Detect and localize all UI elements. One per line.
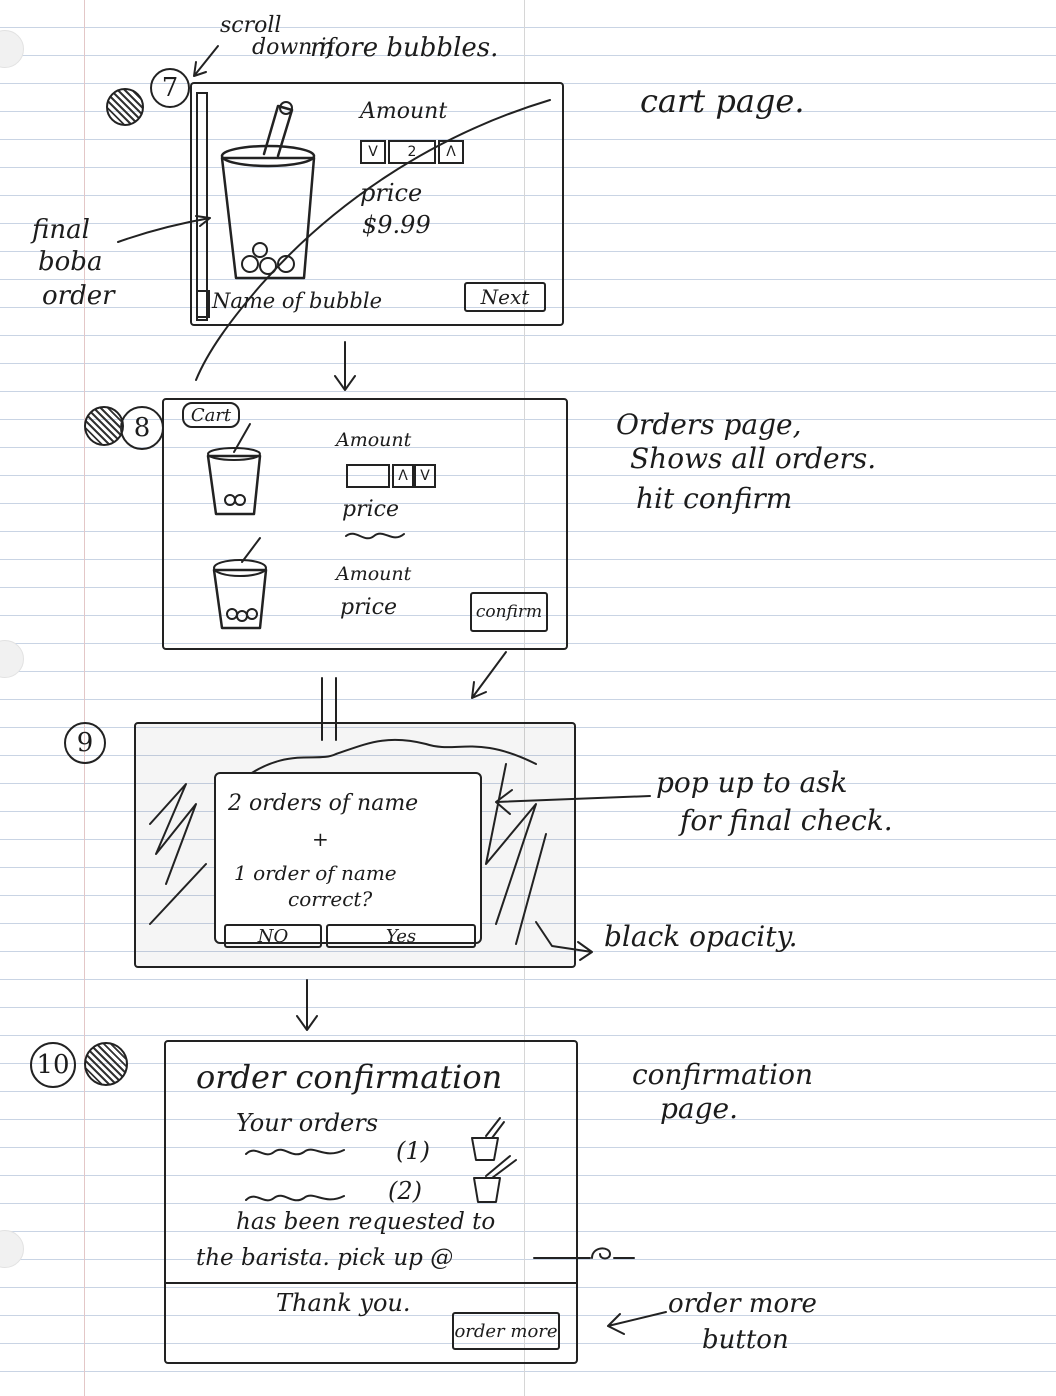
thank-you-text: Thank you. — [276, 1289, 411, 1317]
step-number: 9 — [64, 722, 106, 764]
final-boba-note: boba — [38, 247, 103, 277]
binder-hole — [0, 640, 24, 678]
no-button[interactable]: NO — [224, 924, 322, 948]
final-boba-note: order — [42, 281, 115, 311]
order-more-note: button — [702, 1325, 789, 1355]
barista-text: the barista. pick up @ — [196, 1245, 454, 1271]
quantity-decrease-button[interactable]: V — [360, 140, 386, 164]
popup-screen: 2 orders of name + 1 order of name corre… — [134, 722, 576, 968]
quantity-value[interactable]: 2 — [388, 140, 436, 164]
overlay-scribble — [149, 738, 547, 945]
requested-text: has been requested to — [236, 1209, 496, 1235]
item-amount-label: Amount — [336, 429, 412, 451]
order-name-scribble — [245, 1194, 345, 1202]
quantity-increase-button[interactable]: Λ — [438, 140, 464, 164]
orders-page-note: Orders page, — [616, 408, 802, 441]
pickup-time-line — [533, 1247, 635, 1260]
amount-label: Amount — [360, 99, 448, 124]
item-checkbox[interactable] — [196, 290, 210, 318]
order-quantity: (2) — [388, 1177, 422, 1205]
your-orders-label: Your orders — [236, 1109, 379, 1137]
paper-margin-line — [84, 0, 85, 1396]
scroll-note: down if — [252, 35, 335, 60]
arrow-icon — [535, 921, 593, 961]
confirmation-page-note: page. — [660, 1092, 739, 1125]
item-price-label: price — [340, 595, 397, 620]
boba-cup-icon — [220, 101, 316, 280]
double-line-connector — [321, 677, 337, 741]
bubble-name-label: Name of bubble — [212, 289, 382, 313]
scribbled-step-marker — [84, 406, 124, 446]
price-scribble — [345, 532, 405, 540]
step-number: 10 — [30, 1042, 76, 1088]
dialog-line: 1 order of name — [234, 861, 397, 885]
dialog-question: correct? — [288, 887, 373, 911]
boba-cup-icon — [212, 537, 268, 630]
arrow-icon — [495, 789, 651, 815]
step-number: 8 — [120, 406, 164, 450]
scrollbar[interactable] — [196, 92, 208, 321]
scroll-note: scroll — [220, 13, 282, 38]
cart-screen: Amount V 2 Λ price $9.99 Name of bubble … — [190, 82, 564, 326]
scribbled-step-marker — [84, 1042, 128, 1086]
popup-note: for final check. — [680, 804, 893, 837]
order-quantity: (1) — [396, 1137, 430, 1165]
dialog-line: + — [312, 827, 329, 851]
scribbled-step-marker — [106, 88, 144, 126]
boba-cup-icon — [206, 423, 262, 516]
price-label: price — [360, 179, 423, 207]
arrow-icon — [607, 1311, 667, 1335]
order-more-button[interactable]: order more — [452, 1312, 560, 1350]
next-button[interactable]: Next — [464, 282, 546, 312]
arrow-down-icon — [334, 341, 356, 391]
order-more-note: order more — [668, 1289, 817, 1319]
binder-hole — [0, 1230, 24, 1268]
orders-screen: Cart Amount Λ V price Amount price confi… — [162, 398, 568, 650]
confirm-button[interactable]: confirm — [470, 592, 548, 632]
cart-button[interactable]: Cart — [182, 402, 240, 428]
dialog-line: 2 orders of name — [228, 791, 419, 816]
black-opacity-note: black opacity. — [604, 920, 798, 953]
confirmation-page-note: confirmation — [632, 1058, 813, 1091]
confirmation-title: order confirmation — [196, 1058, 503, 1096]
quantity-value[interactable] — [346, 464, 390, 488]
quantity-increase-button[interactable]: Λ — [392, 464, 414, 488]
item-price-label: price — [342, 497, 399, 522]
price-value: $9.99 — [362, 211, 431, 239]
divider — [166, 1282, 576, 1284]
arrow-down-icon — [296, 979, 318, 1031]
final-boba-note: final — [32, 215, 90, 245]
step-number: 7 — [150, 68, 190, 108]
quantity-decrease-button[interactable]: V — [414, 464, 436, 488]
arrow-icon — [471, 651, 507, 699]
orders-page-note: hit confirm — [636, 482, 793, 515]
binder-hole — [0, 30, 24, 68]
arrow-icon — [193, 45, 219, 77]
popup-note: pop up to ask — [656, 766, 848, 799]
cart-page-note: cart page. — [640, 82, 805, 120]
orders-page-note: Shows all orders. — [630, 442, 877, 475]
yes-button[interactable]: Yes — [326, 924, 476, 948]
paper-fold-line — [524, 0, 525, 1396]
scroll-note: more bubbles. — [310, 33, 499, 63]
order-name-scribble — [245, 1148, 345, 1156]
boba-cup-icon — [471, 1117, 517, 1203]
confirm-dialog: 2 orders of name + 1 order of name corre… — [214, 772, 482, 944]
confirmation-screen: order confirmation Your orders (1) (2) h… — [164, 1040, 578, 1364]
connector-line — [195, 99, 551, 381]
item-amount-label: Amount — [336, 563, 412, 585]
